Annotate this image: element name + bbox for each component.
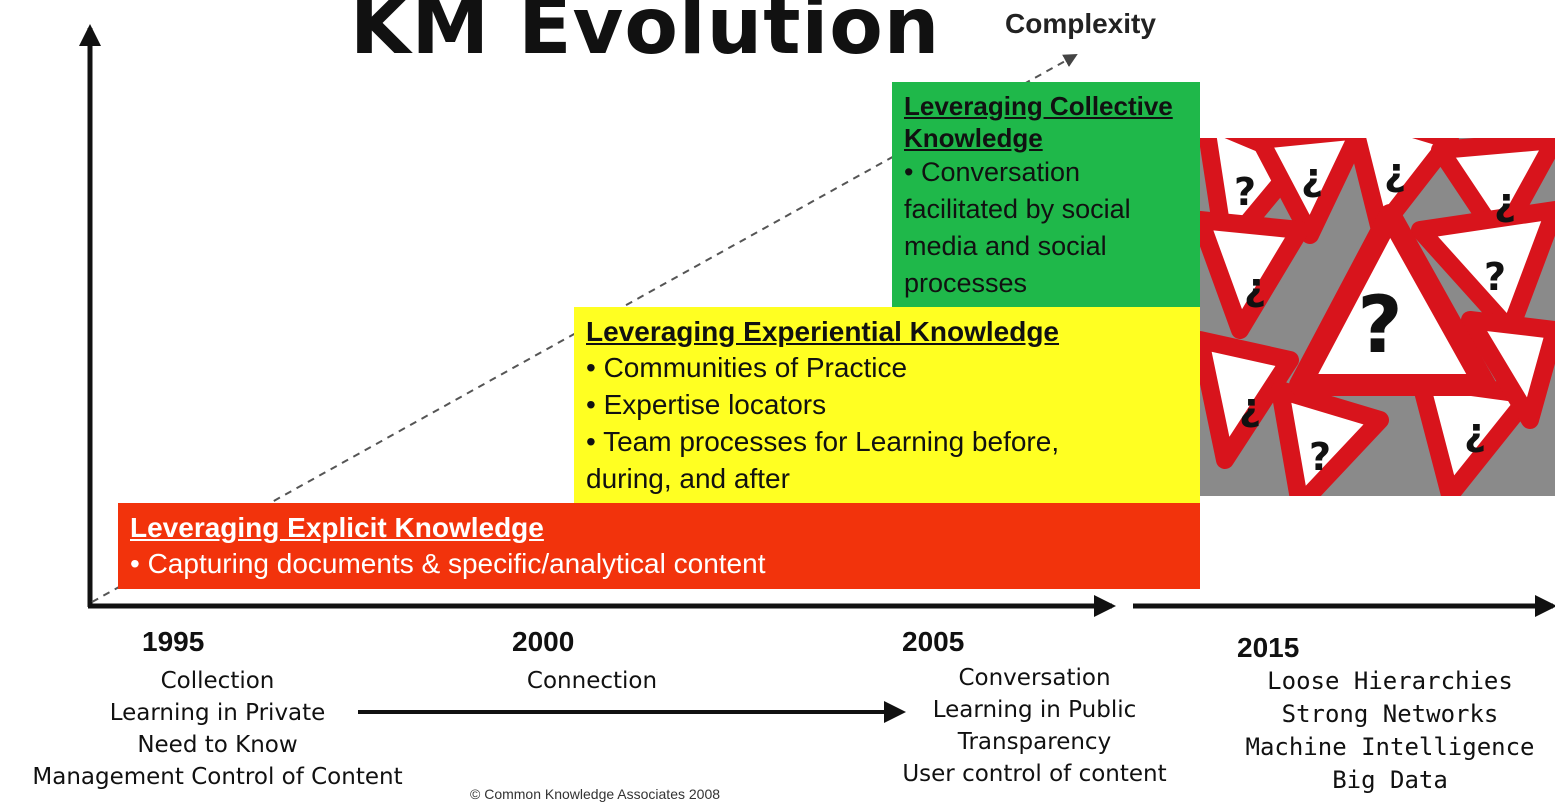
collective-item: facilitated by social bbox=[904, 194, 1131, 224]
stage-2005-line: User control of content bbox=[902, 761, 1167, 787]
svg-text:?: ? bbox=[1309, 435, 1331, 479]
svg-text:?: ? bbox=[1234, 170, 1256, 214]
svg-text:¿: ¿ bbox=[1239, 385, 1261, 429]
stage-2015: Loose Hierarchies Strong Networks Machin… bbox=[1230, 665, 1550, 797]
explicit-item: • Capturing documents & specific/analyti… bbox=[130, 548, 766, 579]
collective-item: • Conversation bbox=[904, 157, 1081, 187]
stage-2015-line: Big Data bbox=[1332, 766, 1448, 794]
warning-question-signs-icon: ? ? ¿ ¿ ¿ ¿ ? ¿ ? ¿ bbox=[1198, 138, 1555, 496]
stage-2015-line: Strong Networks bbox=[1281, 700, 1499, 728]
svg-text:¿: ¿ bbox=[1384, 150, 1406, 194]
page-title: KM Evolution bbox=[350, 0, 941, 72]
stage-1995-line: Collection bbox=[160, 668, 275, 694]
svg-text:¿: ¿ bbox=[1244, 265, 1266, 309]
stage-2000: Connection bbox=[482, 665, 702, 697]
copyright-notice: © Common Knowledge Associates 2008 bbox=[470, 786, 721, 802]
experiential-item: during, and after bbox=[586, 463, 790, 494]
stage-2015-line: Loose Hierarchies bbox=[1267, 667, 1513, 695]
svg-text:?: ? bbox=[1357, 281, 1402, 371]
experiential-item: • Expertise locators bbox=[586, 389, 827, 420]
stage-2005-line: Learning in Public bbox=[932, 697, 1137, 723]
stage-2000-line: Connection bbox=[526, 668, 658, 694]
experiential-item: • Team processes for Learning before, bbox=[586, 426, 1060, 457]
year-2000: 2000 bbox=[512, 626, 575, 657]
svg-text:¿: ¿ bbox=[1301, 155, 1323, 199]
experiential-item: • Communities of Practice bbox=[586, 352, 908, 383]
year-2005: 2005 bbox=[902, 626, 965, 657]
stage-1995-line: Management Control of Content bbox=[32, 764, 403, 790]
svg-text:¿: ¿ bbox=[1464, 410, 1486, 454]
explicit-heading: Leveraging Explicit Knowledge bbox=[130, 512, 544, 543]
stage-1995: Collection Learning in Private Need to K… bbox=[0, 665, 435, 793]
stage-2005-line: Conversation bbox=[958, 665, 1111, 691]
experiential-knowledge-box: Leveraging Experiential Knowledge • Comm… bbox=[574, 307, 1200, 503]
complexity-axis-label: Complexity bbox=[1005, 8, 1156, 39]
stage-2015-line: Machine Intelligence bbox=[1245, 733, 1535, 761]
collective-knowledge-box: Leveraging Collective Knowledge • Conver… bbox=[892, 82, 1200, 307]
collective-heading-line-2: Knowledge bbox=[904, 123, 1043, 153]
explicit-knowledge-box: Leveraging Explicit Knowledge • Capturin… bbox=[118, 503, 1200, 589]
collective-item: processes bbox=[904, 268, 1028, 298]
svg-text:¿: ¿ bbox=[1494, 180, 1516, 224]
collective-heading-line-1: Leveraging Collective bbox=[904, 91, 1173, 121]
stage-1995-line: Learning in Private bbox=[109, 700, 326, 726]
svg-text:?: ? bbox=[1484, 255, 1506, 299]
stage-2005-line: Transparency bbox=[957, 729, 1112, 755]
stage-2005: Conversation Learning in Public Transpar… bbox=[872, 662, 1197, 790]
collective-item: media and social bbox=[904, 231, 1107, 261]
experiential-heading: Leveraging Experiential Knowledge bbox=[586, 316, 1060, 347]
year-1995: 1995 bbox=[142, 626, 205, 657]
year-2015: 2015 bbox=[1237, 632, 1300, 663]
stage-1995-line: Need to Know bbox=[137, 732, 298, 758]
